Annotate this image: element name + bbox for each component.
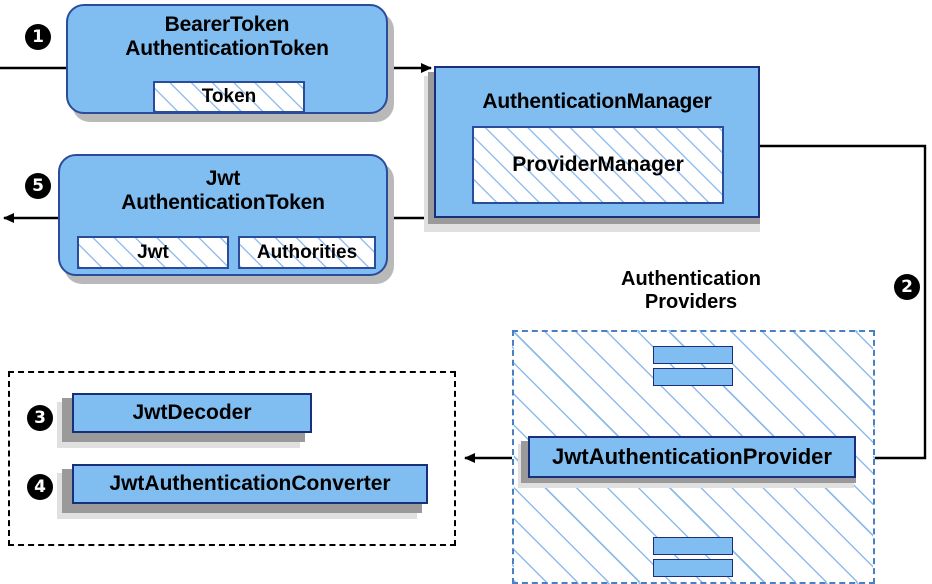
step-badge-4: 4 [27,474,53,500]
token-inner-label: Token [201,86,257,107]
provider-placeholder-top-2 [653,368,733,386]
provider-placeholder-bottom-1 [653,537,733,555]
jwt-token-title: Jwt AuthenticationToken [60,167,386,214]
authentication-manager-card[interactable]: AuthenticationManager ProviderManager [434,66,760,218]
jwt-token-card[interactable]: Jwt AuthenticationToken Jwt Authorities [58,154,388,276]
provider-manager-label: ProviderManager [512,153,684,176]
step-badge-2: 2 [894,274,920,300]
authorities-inner-label: Authorities [256,241,358,263]
token-inner-box[interactable]: Token [153,81,305,113]
authentication-providers-label-line1: Authentication [621,268,761,290]
jwt-inner-label: Jwt [137,241,169,263]
provider-placeholder-bottom-2 [653,559,733,577]
authorities-inner-box[interactable]: Authorities [238,236,376,269]
jwt-authentication-provider-card[interactable]: JwtAuthenticationProvider [528,436,856,478]
jwt-decoder-label: JwtDecoder [132,401,252,424]
provider-manager-inner-box[interactable]: ProviderManager [472,126,724,204]
authentication-manager-title: AuthenticationManager [482,90,712,113]
bearer-token-card[interactable]: BearerToken AuthenticationToken Token [66,4,388,114]
jwt-support-region [8,371,456,546]
step-badge-5: 5 [25,173,51,199]
authentication-providers-label-line2: Providers [644,291,738,313]
jwt-token-title-line1: Jwt [205,167,241,190]
jwt-inner-box[interactable]: Jwt [77,236,229,269]
jwt-authentication-provider-label: JwtAuthenticationProvider [552,444,832,469]
jwt-token-title-line2: AuthenticationToken [121,190,325,214]
step-badge-3: 3 [27,405,53,431]
jwt-decoder-card[interactable]: JwtDecoder [72,393,312,433]
jwt-authentication-converter-card[interactable]: JwtAuthenticationConverter [72,464,428,504]
bearer-token-title-line1: BearerToken [164,13,290,36]
jwt-authentication-converter-label: JwtAuthenticationConverter [109,472,391,495]
provider-placeholder-top-1 [653,346,733,364]
authentication-providers-label: Authentication Providers [556,268,826,314]
step-badge-1: 1 [25,24,51,50]
bearer-token-title-line2: AuthenticationToken [125,36,329,60]
bearer-token-title: BearerToken AuthenticationToken [68,13,386,60]
